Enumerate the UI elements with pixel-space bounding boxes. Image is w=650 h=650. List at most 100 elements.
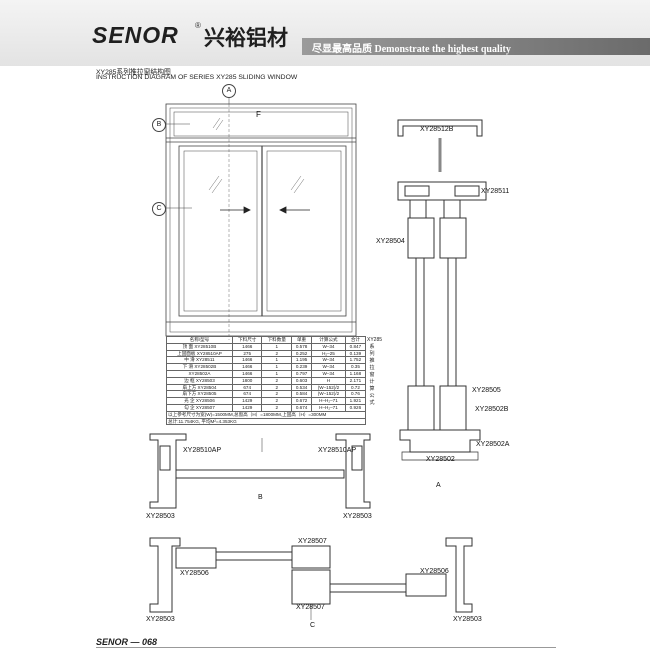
series-formula-label: XY285 系 列 推 拉 窗 计 算 公 式: [367, 337, 383, 406]
profile-label: XY28504: [376, 238, 405, 245]
table-cell: 顶 面 XY28510B: [166, 342, 233, 351]
table-cell: 1.195: [291, 356, 313, 365]
profile-label: XY28507: [296, 604, 325, 611]
profile-label: XY28502: [426, 456, 455, 463]
callout-b: B: [152, 118, 166, 132]
table-cell: 中 滑 XY28511: [166, 356, 233, 365]
table-cell: 上固面板 XY28510AP: [166, 349, 233, 358]
profile-label: XY28506: [420, 568, 449, 575]
table-cell: 扇下方 XY28505: [166, 390, 233, 399]
right-frame-profile-c: [445, 537, 473, 613]
diagram-title-english: INSTRUCTION DIAGRAM OF SERIES XY285 SLID…: [96, 74, 298, 81]
table-cell: 1.921: [344, 397, 367, 405]
table-cell: 1429: [231, 403, 263, 412]
table-cell: 0.139: [344, 349, 367, 358]
table-cell: 2: [261, 349, 293, 358]
table-cell: 光 企 XY28506: [166, 397, 233, 405]
table-header: 名称/型号: [166, 336, 233, 344]
table-cell: 2: [261, 383, 293, 392]
lower-sash-profile-right: [439, 385, 467, 431]
table-cell: 0.603: [291, 376, 313, 385]
table-header: 合计: [344, 336, 367, 344]
table-cell: XY28502A: [166, 369, 233, 378]
table-cell: 下 滑 XY28502B: [166, 363, 233, 371]
callout-a: A: [222, 84, 236, 98]
profile-label: XY28506: [180, 570, 209, 577]
table-cell: 2: [261, 397, 293, 405]
table-cell: 1466: [231, 369, 263, 378]
window-outer-frame: [165, 103, 357, 337]
registered-mark: ®: [195, 21, 201, 30]
middle-rail-profile: [397, 181, 487, 201]
top-track-profile: [397, 119, 483, 137]
footer-page-number: SENOR — 068: [96, 637, 158, 647]
table-cell: 2.171: [344, 376, 367, 385]
profile-label: XY28502A: [476, 441, 510, 448]
table-cell: 0.926: [344, 403, 367, 412]
table-cell: 674: [231, 390, 263, 399]
diagram-title-chinese: XY285系列推拉窗结构图: [96, 69, 171, 76]
table-cell: 0.252: [291, 349, 313, 358]
section-label-b: B: [258, 494, 263, 501]
left-frame-profile-c: [149, 537, 181, 613]
callout-c: C: [152, 202, 166, 216]
right-frame-profile-b: [335, 433, 371, 509]
table-cell: 2: [261, 403, 293, 412]
table-cell: 275: [231, 349, 263, 358]
table-cell: 0.72: [344, 383, 367, 392]
left-frame-profile-b: [149, 433, 187, 509]
table-header: 下料数量: [261, 336, 293, 344]
table-note: 以上参考尺寸为宽(W)=1500MM,总窗高（H）=1800MM,上固高（H）=…: [166, 410, 366, 419]
table-cell: 0.847: [344, 342, 367, 351]
profile-label: XY28503: [146, 513, 175, 520]
table-cell: 674: [231, 383, 263, 392]
table-cell: 1466: [231, 363, 263, 371]
table-cell: 1466: [231, 342, 263, 351]
table-cell: W–34: [311, 356, 346, 365]
table-cell: W–34: [311, 363, 346, 371]
upper-sash-profile-left: [407, 217, 435, 259]
transom-panel: [173, 111, 349, 137]
table-cell: 0.239: [291, 363, 313, 371]
profile-label: XY28512B: [420, 126, 454, 133]
table-header: 单重: [291, 336, 313, 344]
left-sash: [178, 145, 263, 317]
profile-label: XY28503: [146, 616, 175, 623]
table-cell: 1.168: [344, 369, 367, 378]
table-cell: 1.752: [344, 356, 367, 365]
table-cell: 0.584: [291, 390, 313, 399]
brand-logo: SENOR: [92, 22, 179, 48]
section-label-c: C: [310, 622, 316, 629]
table-cell: 1: [261, 369, 293, 378]
bottom-track-profile: [399, 429, 481, 453]
table-header: 计算公式: [311, 336, 346, 344]
brand-chinese-name: 兴裕铝材: [204, 26, 288, 50]
table-cell: 2: [261, 376, 293, 385]
table-cell: 1: [261, 356, 293, 365]
interlock-profile-c4: [405, 573, 447, 597]
table-cell: 2: [261, 390, 293, 399]
table-cell: 1429: [231, 397, 263, 405]
table-note-row: 以上参考尺寸为宽(W)=1500MM,总窗高（H）=1800MM,上固高（H）=…: [166, 410, 366, 419]
table-cell: W–34: [311, 369, 346, 378]
header-bar: [0, 0, 650, 66]
table-cell: 0.534: [291, 383, 313, 392]
profile-label: XY28505: [472, 387, 501, 394]
table-cell: H: [311, 376, 346, 385]
profile-label: XY28503: [343, 513, 372, 520]
interlock-profile-c1: [175, 547, 217, 569]
table-total-row: 总计:11.754KG, 平均M²=4.353KG: [166, 417, 366, 426]
table-cell: W–34: [311, 342, 346, 351]
table-cell: H–H₂–71: [311, 403, 346, 412]
table-cell: (W–152)/2: [311, 383, 346, 392]
right-sash: [261, 145, 347, 317]
